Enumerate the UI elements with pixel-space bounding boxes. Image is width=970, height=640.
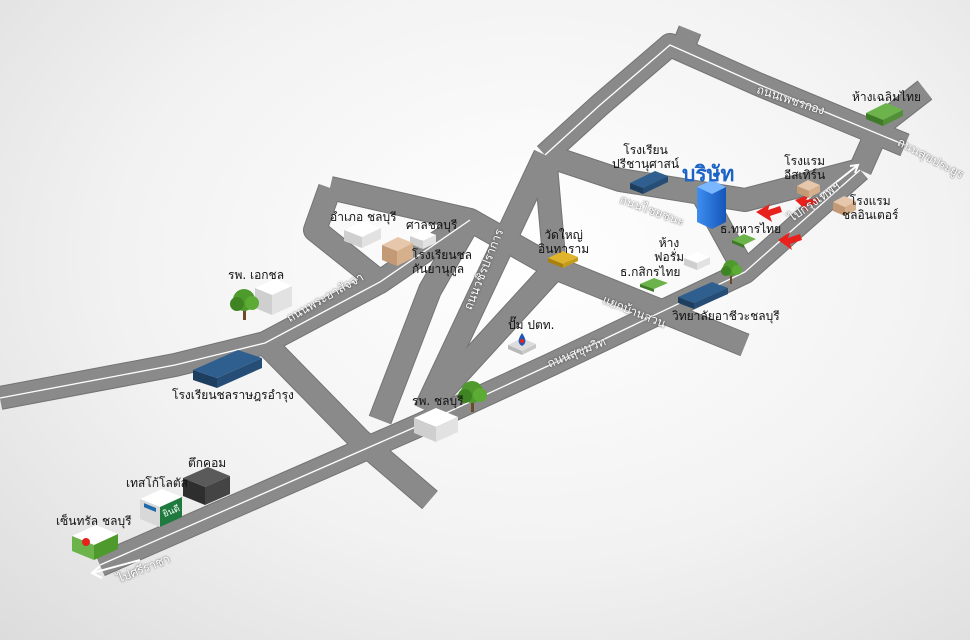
school-rat-building [193,350,262,388]
direction-arrow-bangkok [819,163,860,196]
label-forum-line1: ห้าง [658,236,680,250]
central-mall-building [866,103,903,126]
ptt-station [508,333,536,355]
forum-building [684,252,710,270]
tree-chonburi-hospital [458,381,487,412]
label-ptt: ปั๊ม ปตท. [508,318,555,332]
label-school-kanya-line2: กันยานุกูล [412,262,465,276]
label-hotel-inter-line2: ชลอินเตอร์ [842,208,899,222]
school-preecha-building [630,171,668,194]
label-wat-yai-line1: วัดใหญ่ [544,228,583,242]
tree-forum [721,260,742,284]
label-central: เซ็นทรัล ชลบุรี [56,514,132,528]
label-amphoe: อำเภอ ชลบุรี [330,210,397,224]
school-kanya-building [382,237,413,266]
label-kasikorn: ธ.กสิกรไทย [620,265,681,279]
label-school-preecha: โรงเรียน ปรีชานุศาสน์ [612,143,679,171]
label-hotel-eastern-line2: อีสเทิร์น [784,168,826,182]
red-arrows [756,194,818,250]
label-school-kanya: โรงเรียนชล กันยานุกูล [412,248,472,276]
tree-aek [230,289,259,320]
hotel-inter-building [833,196,856,216]
label-tesco: เทสโก้โลตัส [126,476,188,490]
label-hotel-inter: โรงแรม ชลอินเตอร์ [842,194,898,222]
label-vocational: วิทยาลัยอาชีวะชลบุรี [672,309,780,323]
vocational-building [678,282,728,309]
kasikorn-building [640,278,668,292]
label-wat-yai-line2: อินทาราม [538,242,590,256]
label-chonburi-hospital: รพ. ชลบุรี [412,394,464,408]
tuk-com-building [183,467,230,505]
label-central-mall: ห้างเฉลิมไทย [852,90,922,104]
label-wat-yai: วัดใหญ่ อินทาราม [538,228,589,256]
label-bank-tmb: ธ.ทหารไทย [720,222,782,236]
label-hotel-eastern-line1: โรงแรม [784,154,826,168]
bank-tmb-building [732,234,756,248]
label-forum: ห้าง ฟอรั่ม [654,236,684,264]
label-tuk-com: ตึกคอม [188,456,227,470]
road-network [0,25,933,576]
tesco-building [140,489,182,527]
court-building [410,230,436,249]
amphoe-building [344,221,381,248]
company-building [697,180,726,229]
direction-arrow-sriracha [90,559,141,579]
central-building [72,525,118,560]
label-school-preecha-line2: ปรีชานุศาสน์ [612,157,680,171]
company-label: บริษัท [682,162,735,186]
hotel-eastern-building [797,180,820,198]
aek-hospital-building [255,279,292,315]
label-aek-hospital: รพ. เอกชล [228,268,285,282]
chonburi-hospital-building [414,408,458,442]
label-school-kanya-line1: โรงเรียนชล [412,248,473,262]
wat-yai-building [548,251,578,268]
label-school-rat: โรงเรียนชลราษฎรอำรุง [172,388,294,402]
label-hotel-inter-line1: โรงแรม [849,194,891,208]
label-school-preecha-line1: โรงเรียน [623,143,668,157]
label-court: ศาลชลบุรี [406,218,458,232]
label-hotel-eastern: โรงแรม อีสเทิร์น [784,154,825,182]
label-forum-line2: ฟอรั่ม [654,250,685,264]
